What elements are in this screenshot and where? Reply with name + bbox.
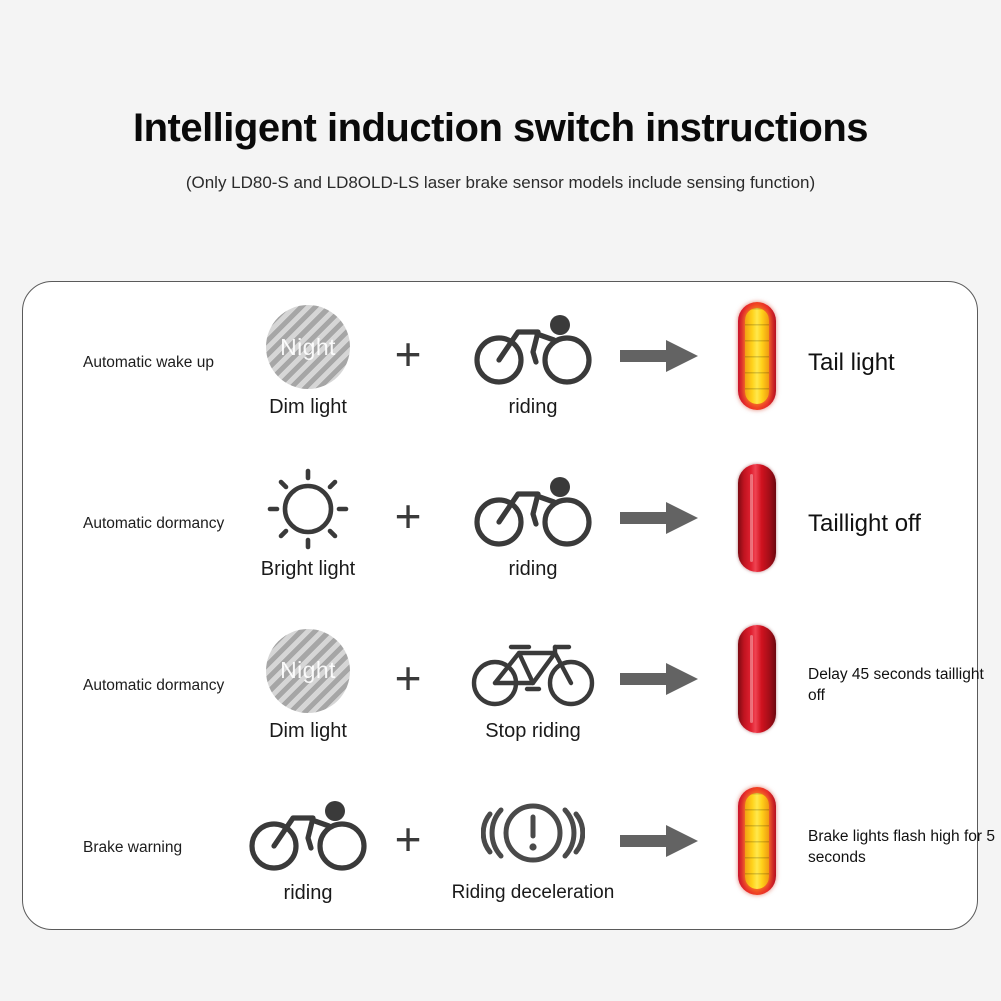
row-result-label: Brake lights flash high for 5 seconds [808,828,995,867]
page-subtitle: (Only LD80-S and LD8OLD-LS laser brake s… [185,173,816,192]
night-circle-icon: Night [213,305,403,390]
night-circle-icon: Night [213,628,403,713]
bicycle-stopped-icon [438,630,628,712]
taillight-indicator [711,625,803,734]
row-condition-1: Night Dim light [213,305,403,419]
night-label: Night [280,333,336,360]
condition-caption: riding [508,396,558,419]
row-condition-1: Night Dim light [213,628,403,743]
arrow-icon [611,337,707,375]
instructions-card: Automatic wake up Night Dim light + [22,281,995,930]
cyclist-riding-icon [438,468,628,550]
brake-warning-icon [438,792,628,874]
arrow-icon [611,660,707,698]
row-result-label: Taillight off [808,510,921,538]
plus-icon: + [394,813,422,866]
instruction-row: Automatic dormancy Night Dim light + [23,606,984,768]
taillight-indicator [711,787,803,896]
row-condition-2: riding [438,468,628,581]
row-condition-2: Stop riding [438,630,628,743]
row-condition-1: riding [213,792,403,905]
condition-caption: Riding deceleration [451,882,615,904]
instruction-row: Brake warning riding + [23,767,995,929]
instruction-rows: Automatic wake up Night Dim light + [23,282,995,929]
condition-caption: riding [508,558,558,581]
cyclist-riding-icon [438,306,628,388]
row-condition-2: riding [438,306,628,419]
page-title: Intelligent induction switch instruction… [132,106,869,150]
arrow-icon [611,822,707,860]
sun-bright-icon [213,468,403,550]
condition-caption: Dim light [269,396,347,419]
row-state-label: Automatic wake up [83,353,214,371]
condition-caption: Dim light [269,719,347,742]
night-label: Night [280,657,336,684]
arrow-icon [611,499,707,537]
taillight-indicator [711,301,803,410]
row-state-label: Brake warning [83,838,183,856]
row-state-label: Automatic dormancy [83,677,225,695]
plus-icon: + [394,328,422,381]
condition-caption: Bright light [260,558,356,581]
taillight-indicator [711,463,803,572]
plus-icon: + [394,651,422,704]
row-result-label: Delay 45 seconds taillight off [808,666,984,705]
plus-icon: + [394,489,422,542]
row-state-label: Automatic dormancy [83,515,225,533]
row-result-label: Tail light [808,348,895,376]
instruction-row: Automatic wake up Night Dim light + [23,282,977,444]
instruction-row: Automatic dormancy [23,444,977,606]
row-condition-2: Riding deceleration [438,792,628,904]
row-condition-1: Bright light [213,468,403,581]
condition-caption: riding [283,881,333,904]
condition-caption: Stop riding [485,719,581,742]
cyclist-riding-icon [213,792,403,874]
